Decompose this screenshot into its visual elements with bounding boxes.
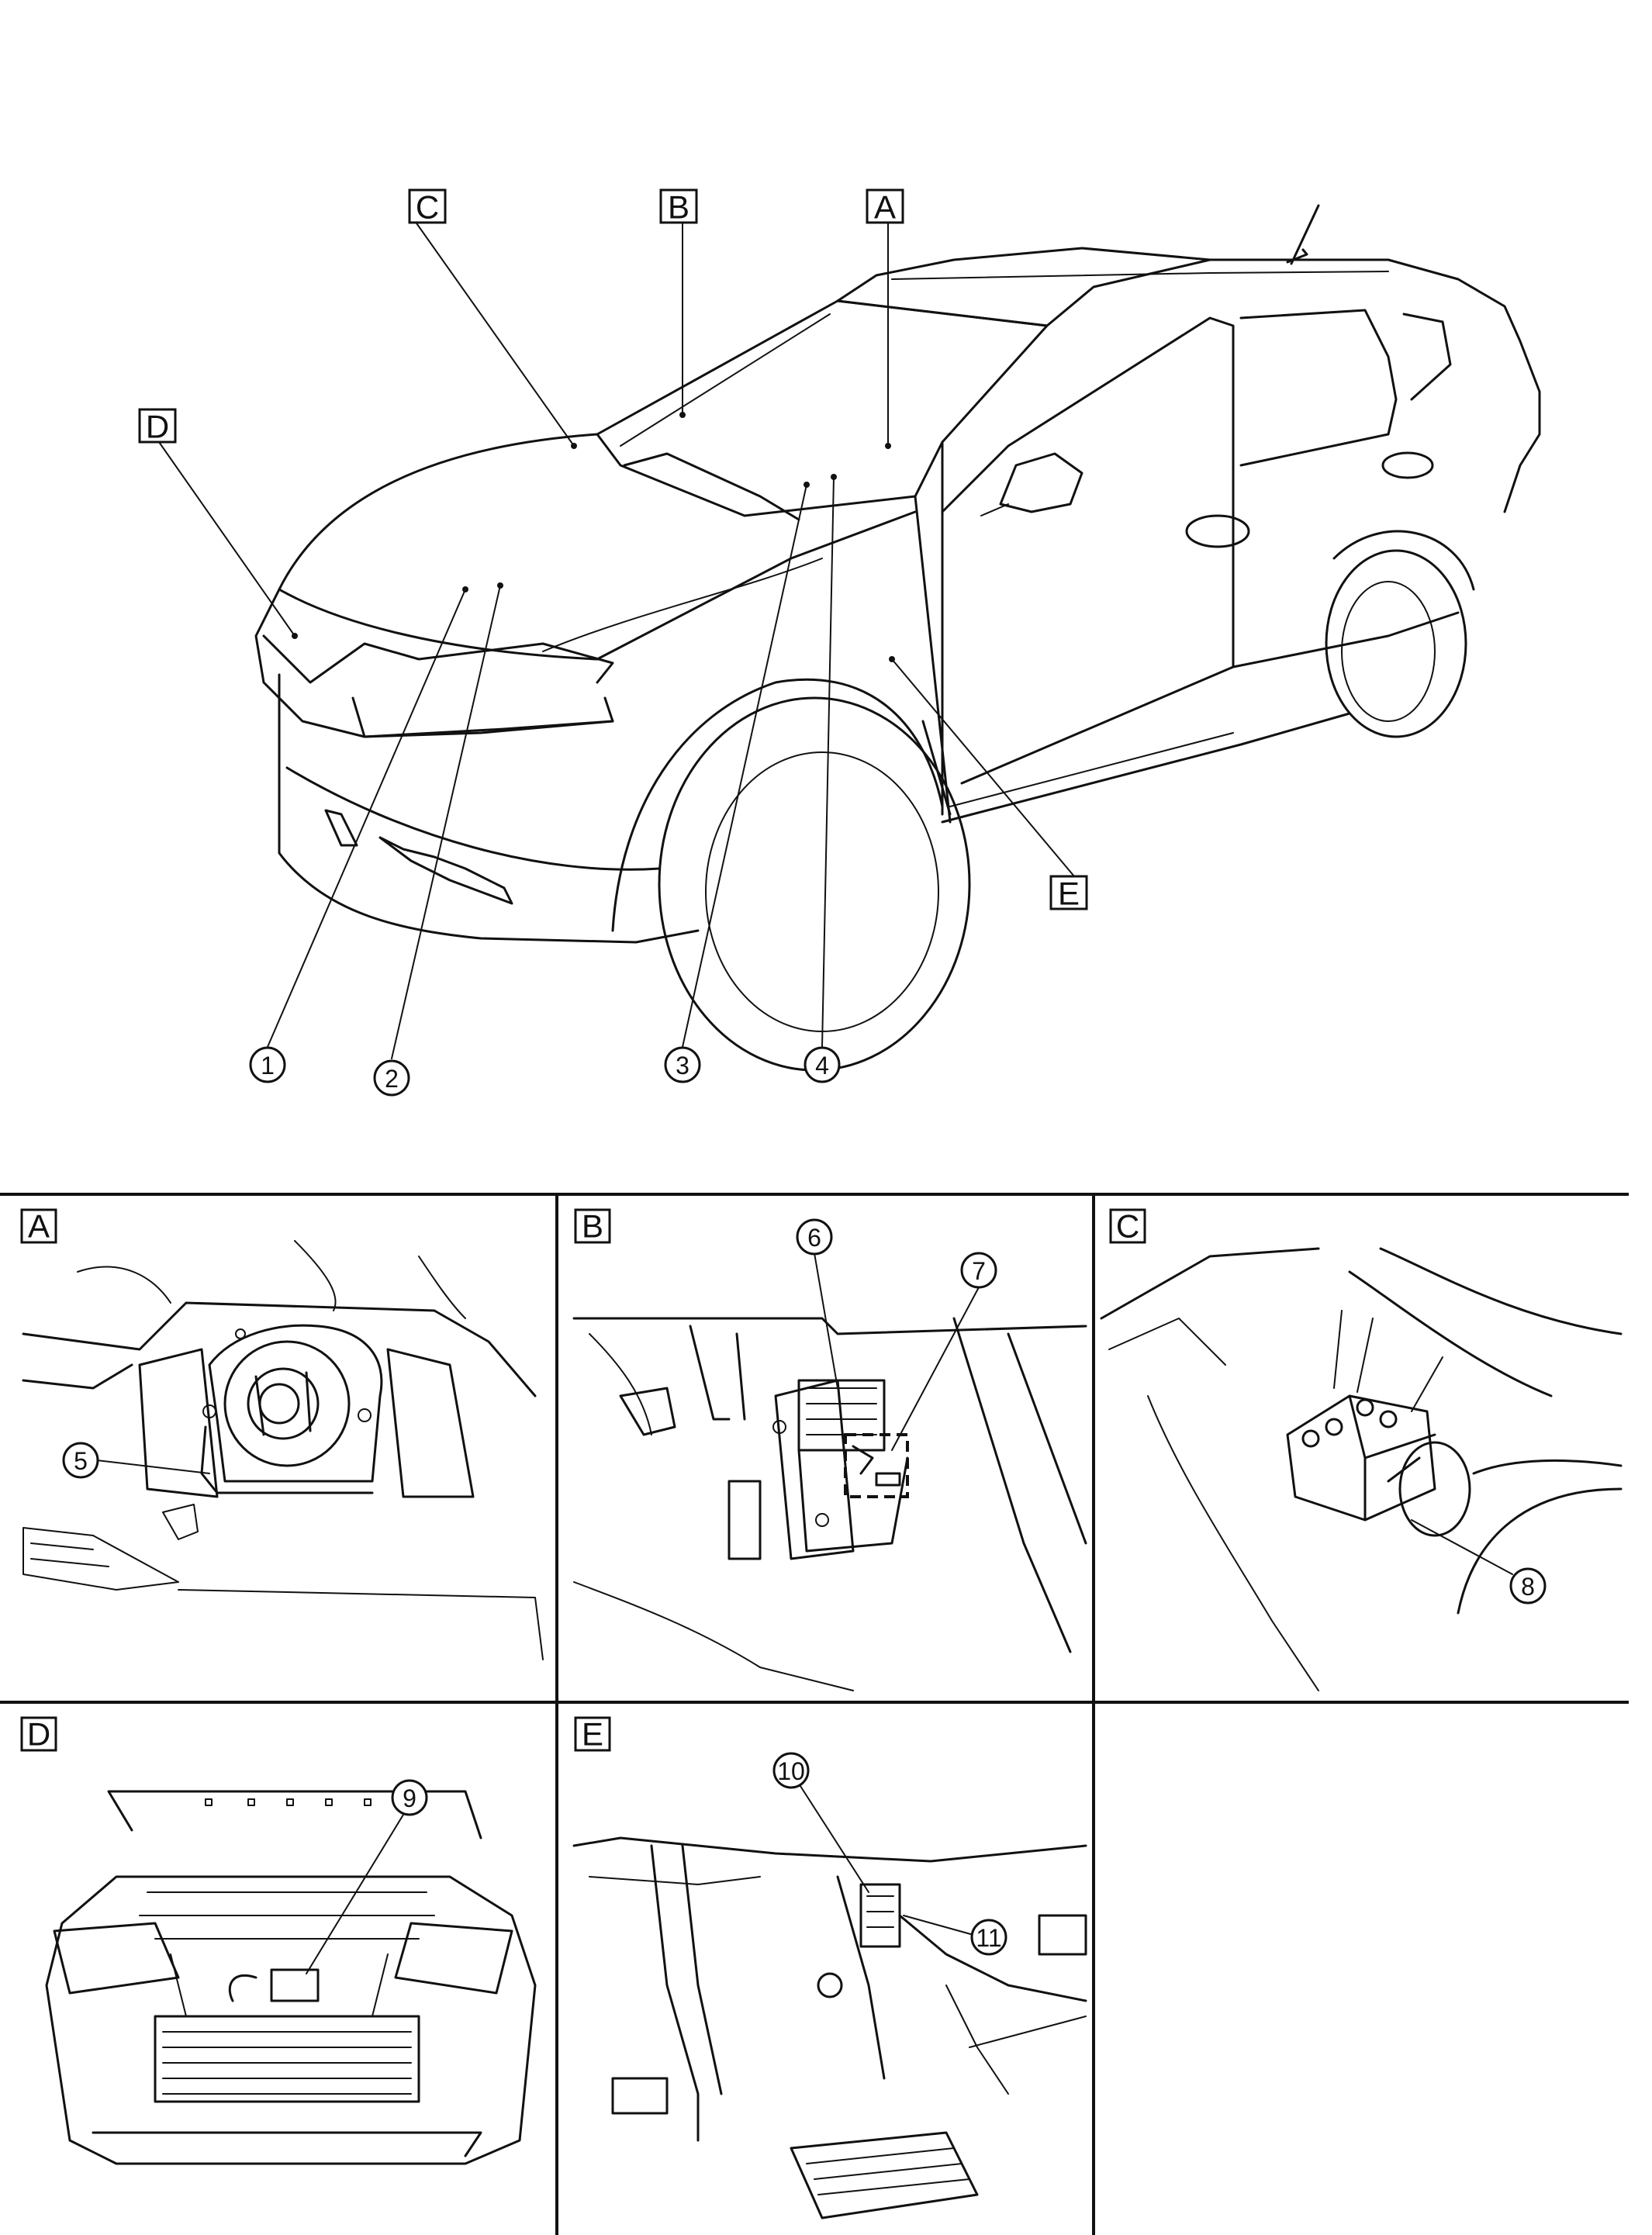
svg-text:7: 7: [972, 1257, 986, 1285]
vehicle-overview: [254, 204, 1541, 1072]
callout-5: 5: [62, 1442, 99, 1479]
svg-text:9: 9: [403, 1784, 416, 1812]
panel-d: D: [20, 1716, 537, 2165]
overview-leader-lines: [158, 220, 1075, 1059]
view-label-b: B: [659, 188, 698, 226]
svg-text:C: C: [416, 189, 439, 226]
svg-text:B: B: [582, 1208, 603, 1245]
callout-1: 1: [249, 1046, 286, 1083]
svg-text:E: E: [1058, 876, 1080, 912]
panel-e: E: [572, 1716, 1087, 2219]
svg-text:C: C: [1116, 1208, 1139, 1245]
svg-text:1: 1: [261, 1052, 275, 1080]
svg-text:4: 4: [815, 1052, 829, 1080]
view-label-e: E: [1049, 875, 1088, 912]
panel-c: C: [1100, 1208, 1623, 1691]
svg-text:D: D: [27, 1716, 50, 1753]
callout-8: 8: [1509, 1567, 1547, 1605]
svg-text:A: A: [28, 1208, 50, 1245]
svg-text:A: A: [874, 189, 896, 226]
svg-text:5: 5: [74, 1447, 88, 1475]
svg-text:3: 3: [676, 1052, 689, 1080]
view-label-c: C: [408, 188, 447, 226]
svg-text:B: B: [668, 189, 689, 226]
svg-text:10: 10: [777, 1757, 805, 1785]
svg-text:8: 8: [1521, 1573, 1535, 1601]
detail-grid: [0, 1193, 1629, 2235]
view-label-a: A: [866, 188, 904, 226]
panel-b: B: [572, 1208, 1087, 1691]
callout-11: 11: [970, 1919, 1007, 1956]
view-label-d: D: [138, 408, 177, 445]
callout-10: 10: [772, 1752, 810, 1789]
callout-7: 7: [960, 1252, 997, 1289]
panel-a: A: [20, 1208, 544, 1660]
svg-text:2: 2: [385, 1065, 399, 1093]
svg-text:6: 6: [807, 1224, 821, 1252]
callout-4: 4: [804, 1046, 841, 1083]
svg-text:E: E: [582, 1716, 603, 1753]
callout-9: 9: [391, 1779, 428, 1816]
svg-text:11: 11: [976, 1924, 1001, 1952]
svg-text:D: D: [146, 409, 169, 445]
callout-2: 2: [373, 1059, 410, 1097]
callout-6: 6: [796, 1218, 833, 1256]
callout-3: 3: [664, 1046, 701, 1083]
